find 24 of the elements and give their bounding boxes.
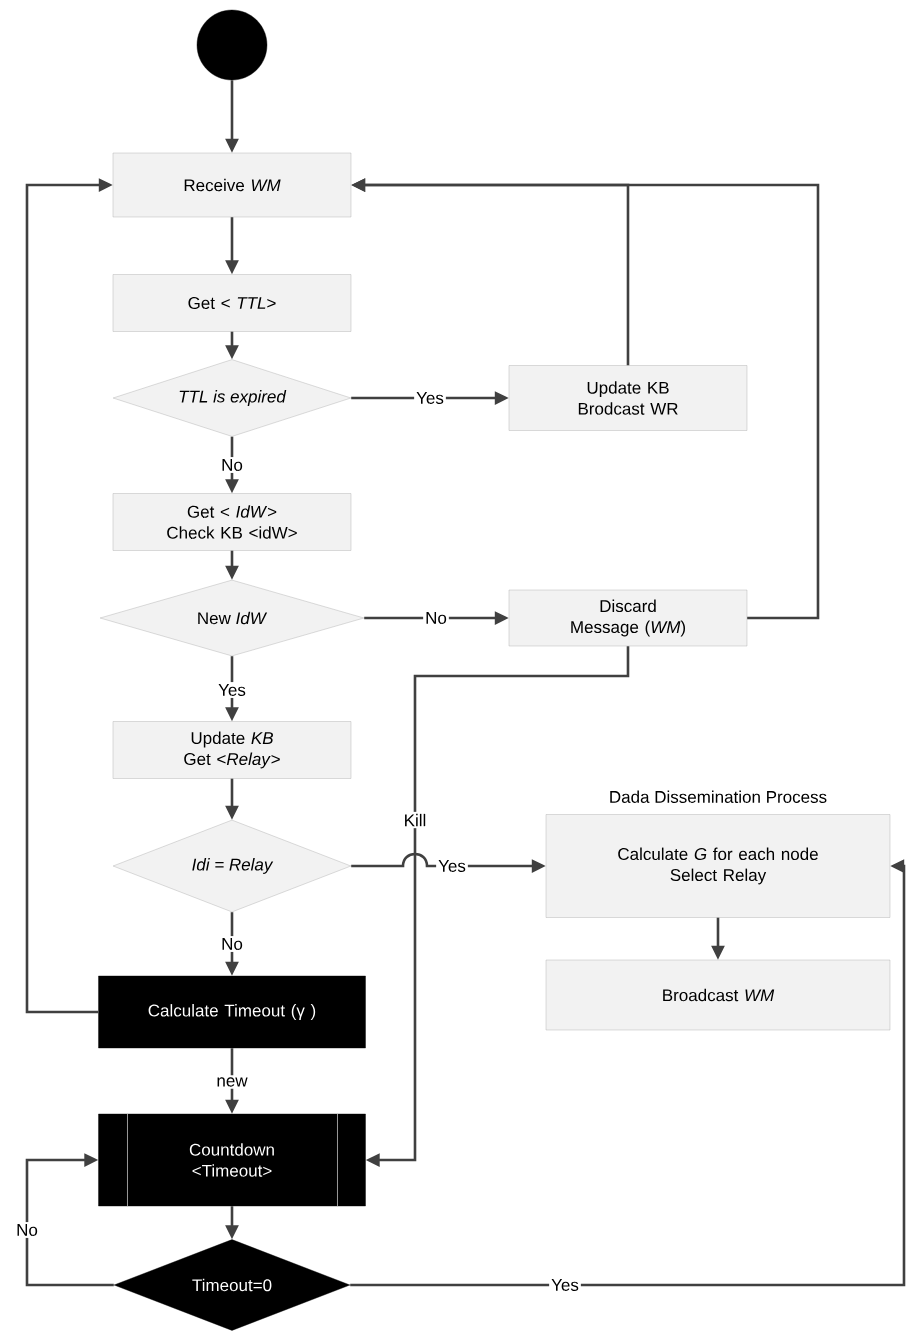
edge-label: Yes (216, 682, 248, 698)
predefined-process-box: Countdown <Timeout> (98, 1113, 366, 1207)
process-box: Get < TTL> (112, 274, 352, 332)
process-box: Update KB Brodcast WR (508, 365, 748, 431)
edge-label: No (423, 610, 449, 626)
process-box: Receive WM (112, 152, 352, 218)
arrow (25, 1153, 114, 1287)
process-box: Discard Message (WM) (508, 589, 748, 647)
edge-label: No (219, 936, 245, 952)
edge-label: No (14, 1222, 40, 1238)
edge-label: Kill (401, 811, 429, 829)
edge-label: Yes (414, 390, 446, 406)
edge-label: Yes (549, 1277, 581, 1293)
heading: Dada Dissemination Process (610, 790, 827, 803)
process-box: Calculate G for each node Select Relay (545, 814, 891, 918)
process-box: Get < IdW> Check KB <idW> (112, 493, 352, 551)
process-box: Update KB Get <Relay> (112, 721, 352, 779)
arrow (350, 859, 906, 1287)
edge-label: new (214, 1075, 250, 1089)
edge-label: No (219, 457, 245, 473)
process-box: Broadcast WM (545, 959, 891, 1031)
edge-label: Yes (436, 858, 468, 874)
start-circle (196, 9, 268, 81)
process-box: Calculate Timeout (γ ) (98, 975, 366, 1049)
